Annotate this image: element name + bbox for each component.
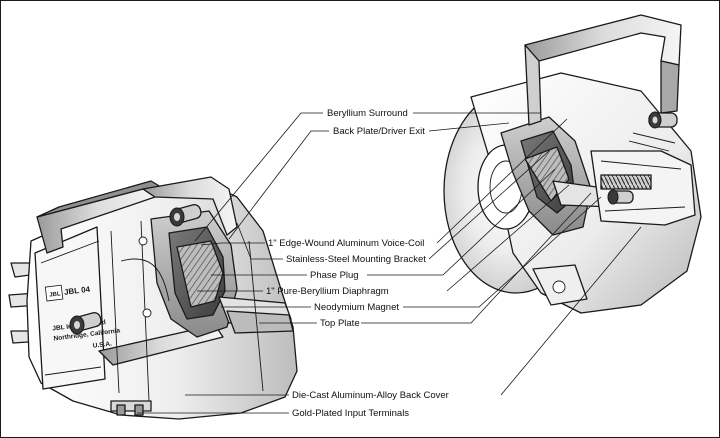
jbl-logo [44, 284, 64, 302]
screw [138, 236, 148, 246]
callout-labels: Beryllium Surround Back Plate/Driver Exi… [266, 108, 449, 419]
right-terminal-bolt [648, 111, 678, 129]
left-driver: JBL JBL 04 JBL Incorporated Northridge, … [8, 176, 298, 420]
label-top-plate: Top Plate [320, 318, 360, 329]
label-input-terminals: Gold-Plated Input Terminals [292, 408, 409, 419]
label-beryllium-surround: Beryllium Surround [327, 108, 408, 119]
imprint-line-3: U.S.A. [92, 340, 112, 349]
left-terminal-bolt [69, 312, 102, 335]
bracket-bottom-arm [98, 324, 224, 366]
model-imprint: JBL 04 [64, 285, 92, 297]
right-bracket-top [524, 14, 682, 66]
left-terminal-bolt [169, 204, 202, 227]
leader-bracket-right [428, 150, 550, 260]
leader-beryllium-surround-left [194, 112, 323, 242]
left-phase-plug [176, 240, 224, 308]
label-phase-plug: Phase Plug [310, 270, 359, 281]
input-terminals [110, 400, 152, 416]
label-mounting-bracket: Stainless-Steel Mounting Bracket [286, 254, 426, 265]
leader-back-cover-right [500, 226, 642, 396]
front-face [34, 226, 106, 390]
label-back-plate-driver-exit: Back Plate/Driver Exit [333, 126, 425, 137]
leader-bracket-left [236, 222, 283, 260]
label-voice-coil: 1" Edge-Wound Aluminum Voice-Coil [268, 238, 424, 249]
jbl-logo-mark: JBL [49, 291, 61, 298]
terminal-spring [600, 174, 652, 190]
leader-top-plate-right [361, 192, 592, 324]
leader-diaphragm-right [446, 184, 570, 292]
leader-lines [137, 112, 642, 414]
leader-voice-coil-right [436, 118, 568, 244]
label-neodymium-magnet: Neodymium Magnet [314, 302, 399, 313]
leader-phase-plug-right [367, 168, 556, 276]
leader-back-plate-left [228, 130, 329, 240]
screw [142, 308, 152, 318]
bracket-side [142, 176, 238, 236]
right-driver [443, 14, 702, 314]
leader-voice-coil-left [200, 242, 265, 246]
right-terminal-bolt [607, 189, 634, 205]
label-back-cover: Die-Cast Aluminum-Alloy Back Cover [292, 390, 449, 401]
leader-magnet-right [403, 196, 602, 308]
leader-back-plate-right [428, 122, 510, 132]
label-diaphragm: 1" Pure-Beryllium Diaphragm [266, 286, 389, 297]
